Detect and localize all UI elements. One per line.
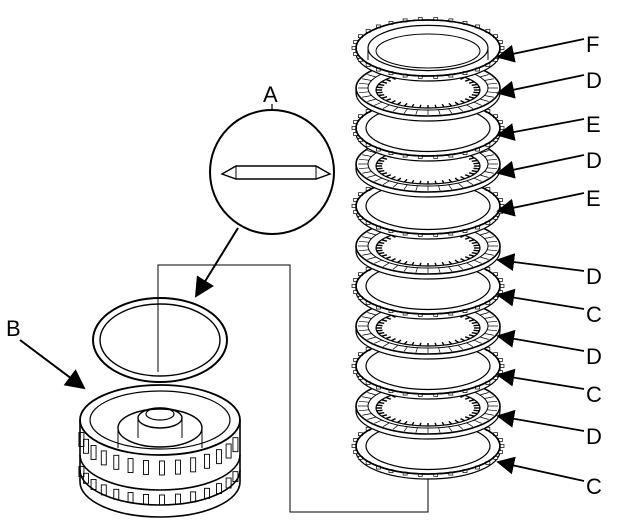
plate-arrow-e-3 <box>496 118 585 141</box>
plate-arrow-d-8 <box>496 329 585 352</box>
label-c-1: C <box>586 302 602 327</box>
label-d-5: D <box>586 424 602 449</box>
snap-ring-section-profile <box>220 165 332 180</box>
detail-callout-a <box>194 104 335 298</box>
label-d-1: D <box>586 68 602 93</box>
assembly-bracket-line <box>157 264 429 513</box>
label-b: B <box>6 316 21 341</box>
clutch-drum <box>78 384 241 518</box>
plate-arrow-c-7 <box>496 288 585 310</box>
label-d-3: D <box>586 264 602 289</box>
plate-f-1 <box>351 17 505 82</box>
snap-ring <box>92 297 228 383</box>
plate-arrow-d-4 <box>496 154 585 179</box>
label-f: F <box>586 32 599 57</box>
detail-pointer-arrow <box>194 227 239 298</box>
label-d-4: D <box>586 344 602 369</box>
plate-arrow-d-2 <box>496 74 585 99</box>
label-d-2: D <box>586 148 602 173</box>
plate-arrow-c-9 <box>496 368 585 390</box>
label-c-2: C <box>586 382 602 407</box>
label-a: A <box>263 82 278 107</box>
drum-spline-slots <box>78 432 239 506</box>
plate-arrow-f-1 <box>496 38 585 63</box>
plate-arrow-d-6 <box>496 253 585 272</box>
plate-arrow-c-11 <box>496 456 585 482</box>
clutch-plate-stack <box>351 17 505 480</box>
label-b-arrow <box>19 339 86 390</box>
label-e-2: E <box>586 186 601 211</box>
plate-arrow-d-10 <box>496 409 585 432</box>
plate-arrow-e-5 <box>496 192 585 217</box>
label-c-3: C <box>586 474 602 499</box>
label-e-1: E <box>586 112 601 137</box>
callout-labels: A B F D E D E D C D C D C <box>6 32 602 499</box>
